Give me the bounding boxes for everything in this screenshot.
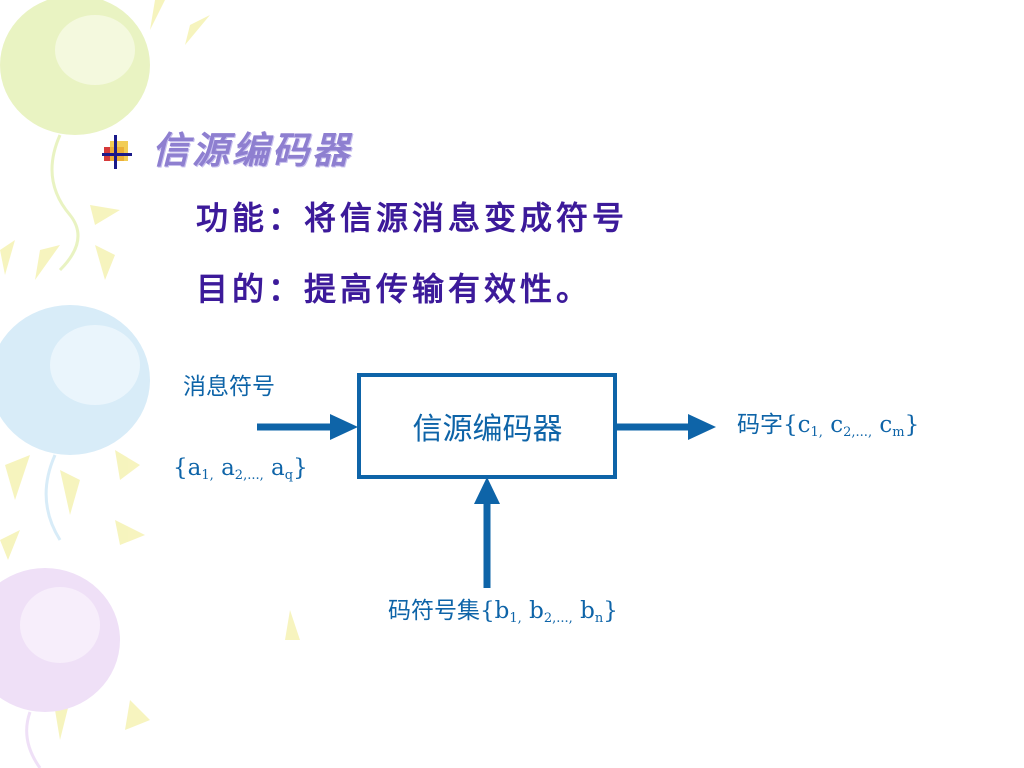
bullet-icon [102,135,132,169]
purpose-line: 目的：提高传输有效性。 [196,270,593,308]
input-label: 消息符号 [183,374,275,400]
output-arrow [615,414,716,440]
input-arrow [257,414,358,440]
output-set: {c1, c2,..., cm} [783,412,920,440]
alphabet-label: 码符号集{b1, b2,..., bn} [388,598,618,626]
alphabet-arrow [474,477,500,588]
input-set: {a1, a2,..., aq} [173,455,308,483]
alphabet-prefix: 码符号集 [388,598,480,624]
encoder-box-label: 信源编码器 [412,412,563,447]
output-label: 码字{c1, c2,..., cm} [737,412,920,440]
function-line: 功能：将信源消息变成符号 [196,199,629,237]
output-prefix: 码字 [737,412,783,438]
alphabet-set: {b1, b2,..., bn} [480,598,618,626]
slide-title: 信源编码器 [152,128,352,172]
